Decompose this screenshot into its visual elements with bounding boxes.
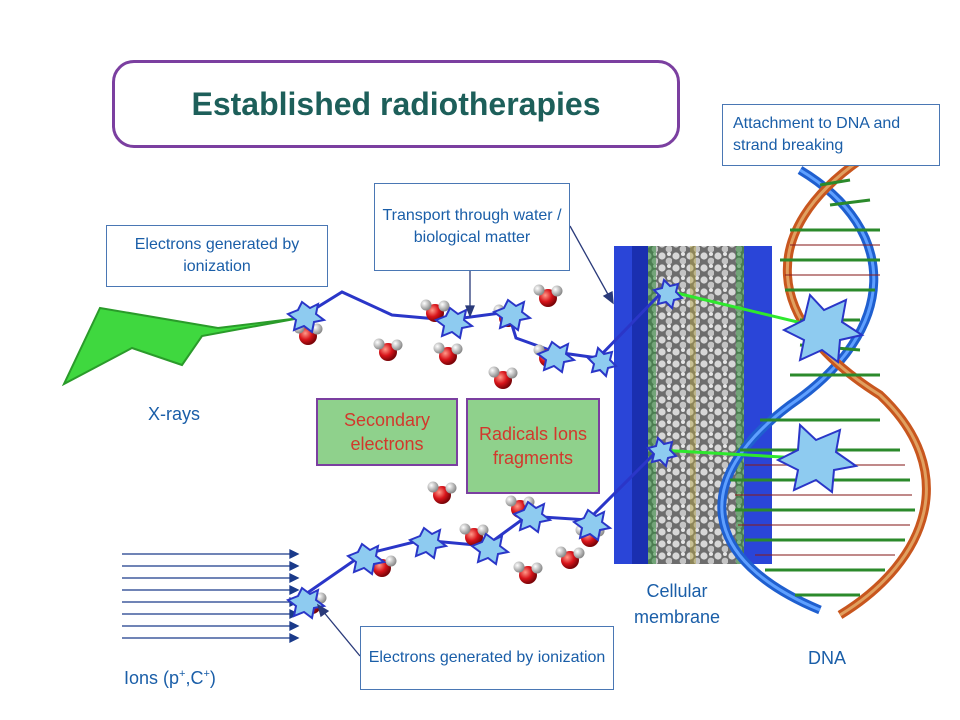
ions-label-prefix: Ions (p: [124, 668, 180, 688]
dna-label: DNA: [808, 648, 847, 668]
lightning-icon: [61, 306, 301, 387]
ions-label-sup1: +: [179, 668, 186, 680]
ions-label-suffix: ): [209, 668, 216, 688]
dna-helix-icon: [717, 156, 931, 619]
callout-pointers: [316, 225, 614, 657]
callout-electrons-bottom-text: Electrons generated by ionization: [368, 649, 606, 666]
secondary-electrons-text: Secondary electrons: [343, 410, 431, 454]
electron-burst-icon: [285, 278, 865, 620]
xrays-label: X-rays: [148, 404, 201, 424]
callout-attachment-text: Attachment to DNA and strand breaking: [733, 115, 901, 154]
callout-electrons-top-text: Electrons generated by ionization: [134, 236, 300, 275]
ions-label-mid: ,C: [185, 668, 204, 688]
radicals-text: Radicals Ions fragments: [478, 424, 588, 468]
secondary-electrons-box: Secondary electrons: [316, 398, 458, 466]
title-box: Established radiotherapies: [112, 60, 680, 148]
connector-lines: [657, 288, 811, 460]
callout-electrons-top: Electrons generated by ionization: [106, 225, 328, 287]
callout-transport-text: Transport through water / biological mat…: [382, 207, 562, 246]
callout-attachment: Attachment to DNA and strand breaking: [722, 104, 940, 166]
membrane-label: Cellular membrane: [633, 581, 721, 627]
callout-transport: Transport through water / biological mat…: [374, 183, 570, 271]
page-title: Established radiotherapies: [191, 85, 601, 122]
callout-electrons-bottom: Electrons generated by ionization: [360, 626, 614, 690]
ions-label: Ions (p+,C+): [124, 668, 216, 689]
ion-beam-icon: [122, 548, 300, 644]
membrane-icon: [614, 246, 772, 564]
ions-label-sup2: +: [203, 668, 210, 680]
radicals-box: Radicals Ions fragments: [466, 398, 600, 494]
